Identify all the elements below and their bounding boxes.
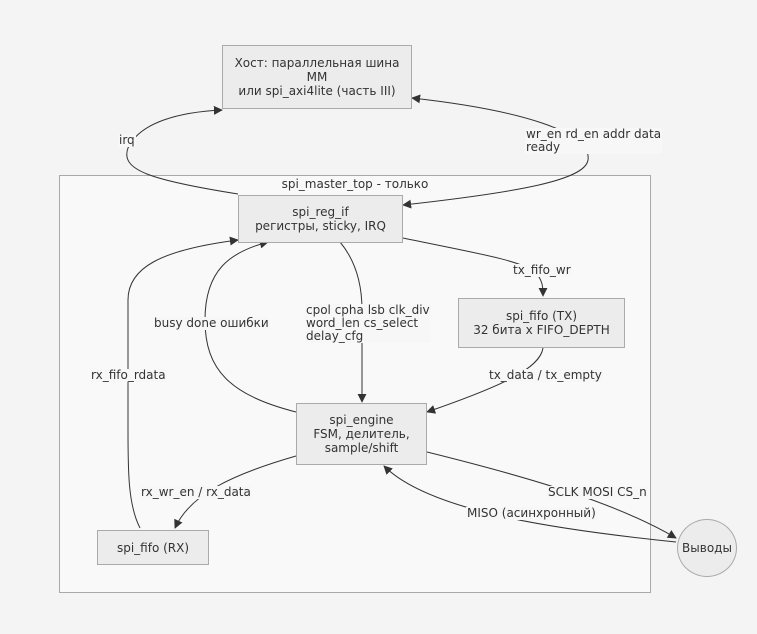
node-host-line-1: Хост: параллельная шина [234,56,400,70]
node-host: Хост: параллельная шина MM или spi_axi4l… [222,45,412,109]
edge-label-spi-out-line-1: SCLK MOSI CS_n [548,485,647,499]
edge-label-config-line-1: cpol cpha lsb clk_div [306,303,430,317]
edge-label-irq-line-1: irq [119,133,135,147]
node-pins-line-1: Выводы [682,541,732,555]
edge-label-status: busy done ошибки [153,317,270,330]
node-pins: Выводы [677,519,737,577]
node-host-line-3: или spi_axi4lite (часть III) [238,84,396,98]
node-tx-fifo: spi_fifo (TX) 32 бита x FIFO_DEPTH [458,298,625,348]
edge-label-spi-out: SCLK MOSI CS_n [547,486,648,499]
node-rx-fifo: spi_fifo (RX) [97,530,209,565]
edge-label-config-line-3: delay_cfg [306,329,364,343]
edge-label-host-bus: wr_en rd_en addr data ready [525,127,663,154]
edge-label-tx-fifo-wr: tx_fifo_wr [512,264,572,277]
node-host-line-2: MM [306,70,328,84]
cluster-label: spi_master_top - только [281,177,429,191]
edge-label-config: cpol cpha lsb clk_div word_len cs_select… [305,304,431,343]
edge-label-tx-fifo-wr-line-1: tx_fifo_wr [513,263,571,277]
edge-label-host-bus-line-2: ready [526,140,561,154]
node-engine: spi_engine FSM, делитель, sample/shift [296,403,427,465]
edge-label-config-line-2: word_len cs_select [306,316,419,330]
node-rx-fifo-line-1: spi_fifo (RX) [116,540,190,555]
edge-label-rx-wr-line-1: rx_wr_en / rx_data [141,485,251,499]
edge-label-tx-data-line-1: tx_data / tx_empty [489,368,602,382]
edge-label-tx-data: tx_data / tx_empty [488,369,603,382]
edge-irq [126,105,239,195]
cluster-spi-master-top [59,175,651,593]
edge-host-bus [402,94,589,209]
node-tx-fifo-line-1: spi_fifo (TX) [505,309,578,323]
node-tx-fifo-line-2: 32 бита x FIFO_DEPTH [473,323,610,337]
node-reg-if-line-1: spi_reg_if [292,205,349,219]
edge-label-host-bus-line-1: wr_en rd_en addr data [526,127,662,141]
edge-label-rx-fifo-rdata-line-1: rx_fifo_rdata [91,368,166,382]
node-reg-if: spi_reg_if регистры, sticky, IRQ [238,195,403,243]
edge-label-miso-line-1: MISO (асинхронный) [467,506,596,520]
edge-label-status-line-1: busy done ошибки [154,316,269,330]
node-engine-line-2: FSM, делитель, [313,427,410,441]
edge-miso [383,465,677,543]
node-engine-line-3: sample/shift [324,441,399,455]
edge-label-rx-wr: rx_wr_en / rx_data [140,486,252,499]
edge-rx-fifo-rdata [127,236,239,529]
edge-label-miso: MISO (асинхронный) [466,507,597,520]
edge-label-rx-fifo-rdata: rx_fifo_rdata [90,369,167,382]
node-engine-line-1: spi_engine [329,413,394,427]
edge-label-irq: irq [118,134,136,147]
node-reg-if-line-2: регистры, sticky, IRQ [255,219,386,233]
